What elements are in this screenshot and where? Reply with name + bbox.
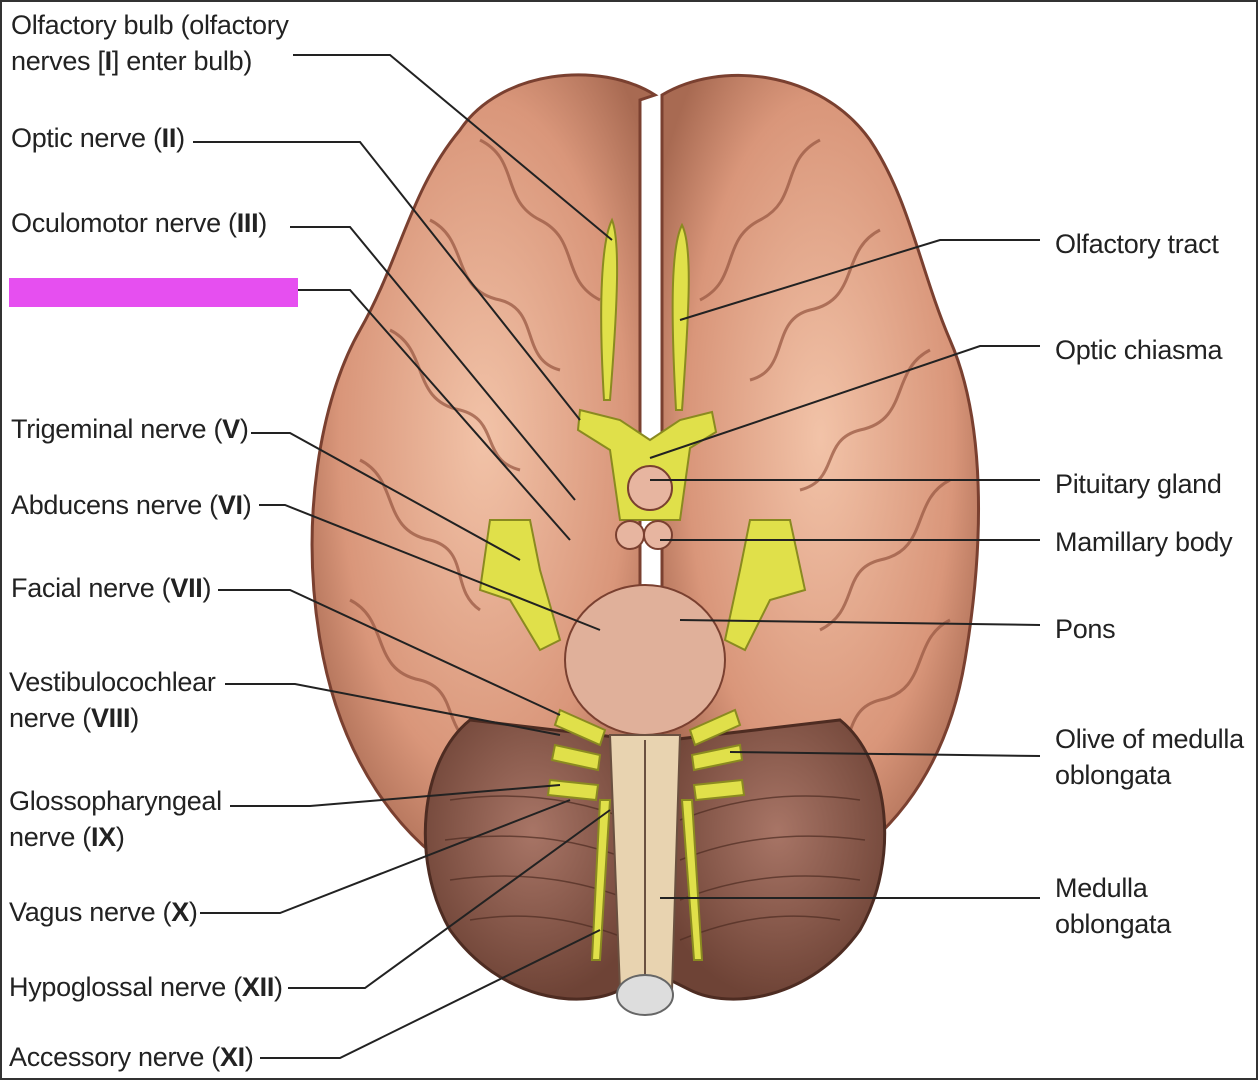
label-trigeminal-numeral: V — [222, 414, 240, 444]
label-trigeminal-text: Trigeminal nerve ( — [11, 414, 223, 444]
label-glossopharyngeal-line1: Glossopharyngeal — [9, 786, 222, 816]
label-glossopharyngeal-line2: nerve (IX) — [9, 819, 222, 855]
label-accessory-nerve: Accessory nerve (XI) — [9, 1039, 254, 1075]
label-medulla-line2: oblongata — [1055, 909, 1171, 939]
label-olfactory-bulb-line1: Olfactory bulb (olfactory — [11, 10, 289, 40]
label-glossopharyngeal-text: nerve ( — [9, 822, 91, 852]
label-medulla-line1: Medulla — [1055, 873, 1148, 903]
label-accessory-numeral: XI — [219, 1042, 245, 1072]
label-optic-nerve-numeral: II — [161, 123, 177, 153]
label-optic-nerve-text: Optic nerve ( — [11, 123, 162, 153]
label-accessory-text: Accessory nerve ( — [9, 1042, 220, 1072]
label-hypoglossal-numeral: XII — [241, 972, 275, 1002]
mamillary-body-left — [615, 520, 645, 550]
label-accessory-end: ) — [244, 1042, 254, 1072]
label-olfactory-bulb-part-c: ] enter bulb) — [111, 46, 253, 76]
label-optic-chiasma: Optic chiasma — [1055, 335, 1223, 365]
label-vestibulocochlear-numeral: VIII — [90, 703, 131, 733]
label-vagus-numeral: X — [171, 897, 189, 927]
label-vestibulocochlear-line1: Vestibulocochlear — [9, 667, 216, 697]
label-oculomotor-end: ) — [258, 208, 267, 238]
label-pituitary-gland: Pituitary gland — [1055, 469, 1222, 499]
label-hypoglossal-text: Hypoglossal nerve ( — [9, 972, 242, 1002]
label-abducens-end: ) — [242, 490, 252, 520]
label-olive-line2: oblongata — [1055, 760, 1171, 790]
label-abducens-nerve: Abducens nerve (VI) — [11, 487, 252, 523]
label-glossopharyngeal-nerve: Glossopharyngeal nerve (IX) — [9, 783, 222, 855]
label-facial-numeral: VII — [170, 573, 203, 603]
label-abducens-text: Abducens nerve ( — [11, 490, 218, 520]
label-olive-of-medulla: Olive of medulla oblongata — [1055, 721, 1244, 793]
redaction-mask — [9, 278, 298, 307]
label-abducens-numeral: VI — [217, 490, 243, 520]
label-oculomotor-numeral: III — [236, 208, 259, 238]
label-glossopharyngeal-end: ) — [115, 822, 125, 852]
pons — [564, 584, 726, 736]
label-optic-nerve: Optic nerve (II) — [11, 120, 185, 156]
label-hypoglossal-end: ) — [274, 972, 283, 1002]
label-oculomotor-nerve: Oculomotor nerve (III) — [11, 205, 267, 241]
medulla-oblongata — [608, 734, 682, 1016]
label-hypoglossal-nerve: Hypoglossal nerve (XII) — [9, 969, 283, 1005]
label-vestibulocochlear-text: nerve ( — [9, 703, 91, 733]
label-facial-end: ) — [202, 573, 212, 603]
label-medulla-oblongata: Medulla oblongata — [1055, 870, 1171, 942]
label-facial-nerve: Facial nerve (VII) — [11, 570, 211, 606]
label-olfactory-bulb-part-a: nerves [ — [11, 46, 105, 76]
label-olfactory-bulb: Olfactory bulb (olfactory nerves [I] ent… — [11, 7, 289, 79]
label-optic-nerve-end: ) — [176, 123, 185, 153]
label-glossopharyngeal-numeral: IX — [90, 822, 116, 852]
label-vestibulocochlear-nerve: Vestibulocochlear nerve (VIII) — [9, 664, 216, 736]
label-vagus-nerve: Vagus nerve (X) — [9, 894, 198, 930]
pituitary-gland — [627, 465, 673, 511]
label-olfactory-tract: Olfactory tract — [1055, 229, 1219, 259]
label-olive-line1: Olive of medulla — [1055, 724, 1244, 754]
leader-lines — [193, 54, 1041, 1059]
label-trigeminal-end: ) — [239, 414, 249, 444]
label-vagus-end: ) — [188, 897, 198, 927]
label-trigeminal-nerve: Trigeminal nerve (V) — [11, 411, 249, 447]
label-facial-text: Facial nerve ( — [11, 573, 171, 603]
label-olfactory-bulb-line2: nerves [I] enter bulb) — [11, 43, 289, 79]
label-pons: Pons — [1055, 614, 1116, 644]
label-mamillary-body: Mamillary body — [1055, 527, 1233, 557]
label-olfactory-bulb-numeral: I — [104, 46, 113, 76]
label-vagus-text: Vagus nerve ( — [9, 897, 172, 927]
label-vestibulocochlear-end: ) — [130, 703, 139, 733]
mamillary-body-right — [643, 520, 673, 550]
cerebrum — [310, 73, 981, 882]
label-oculomotor-text: Oculomotor nerve ( — [11, 208, 237, 238]
label-vestibulocochlear-line2: nerve (VIII) — [9, 700, 216, 736]
